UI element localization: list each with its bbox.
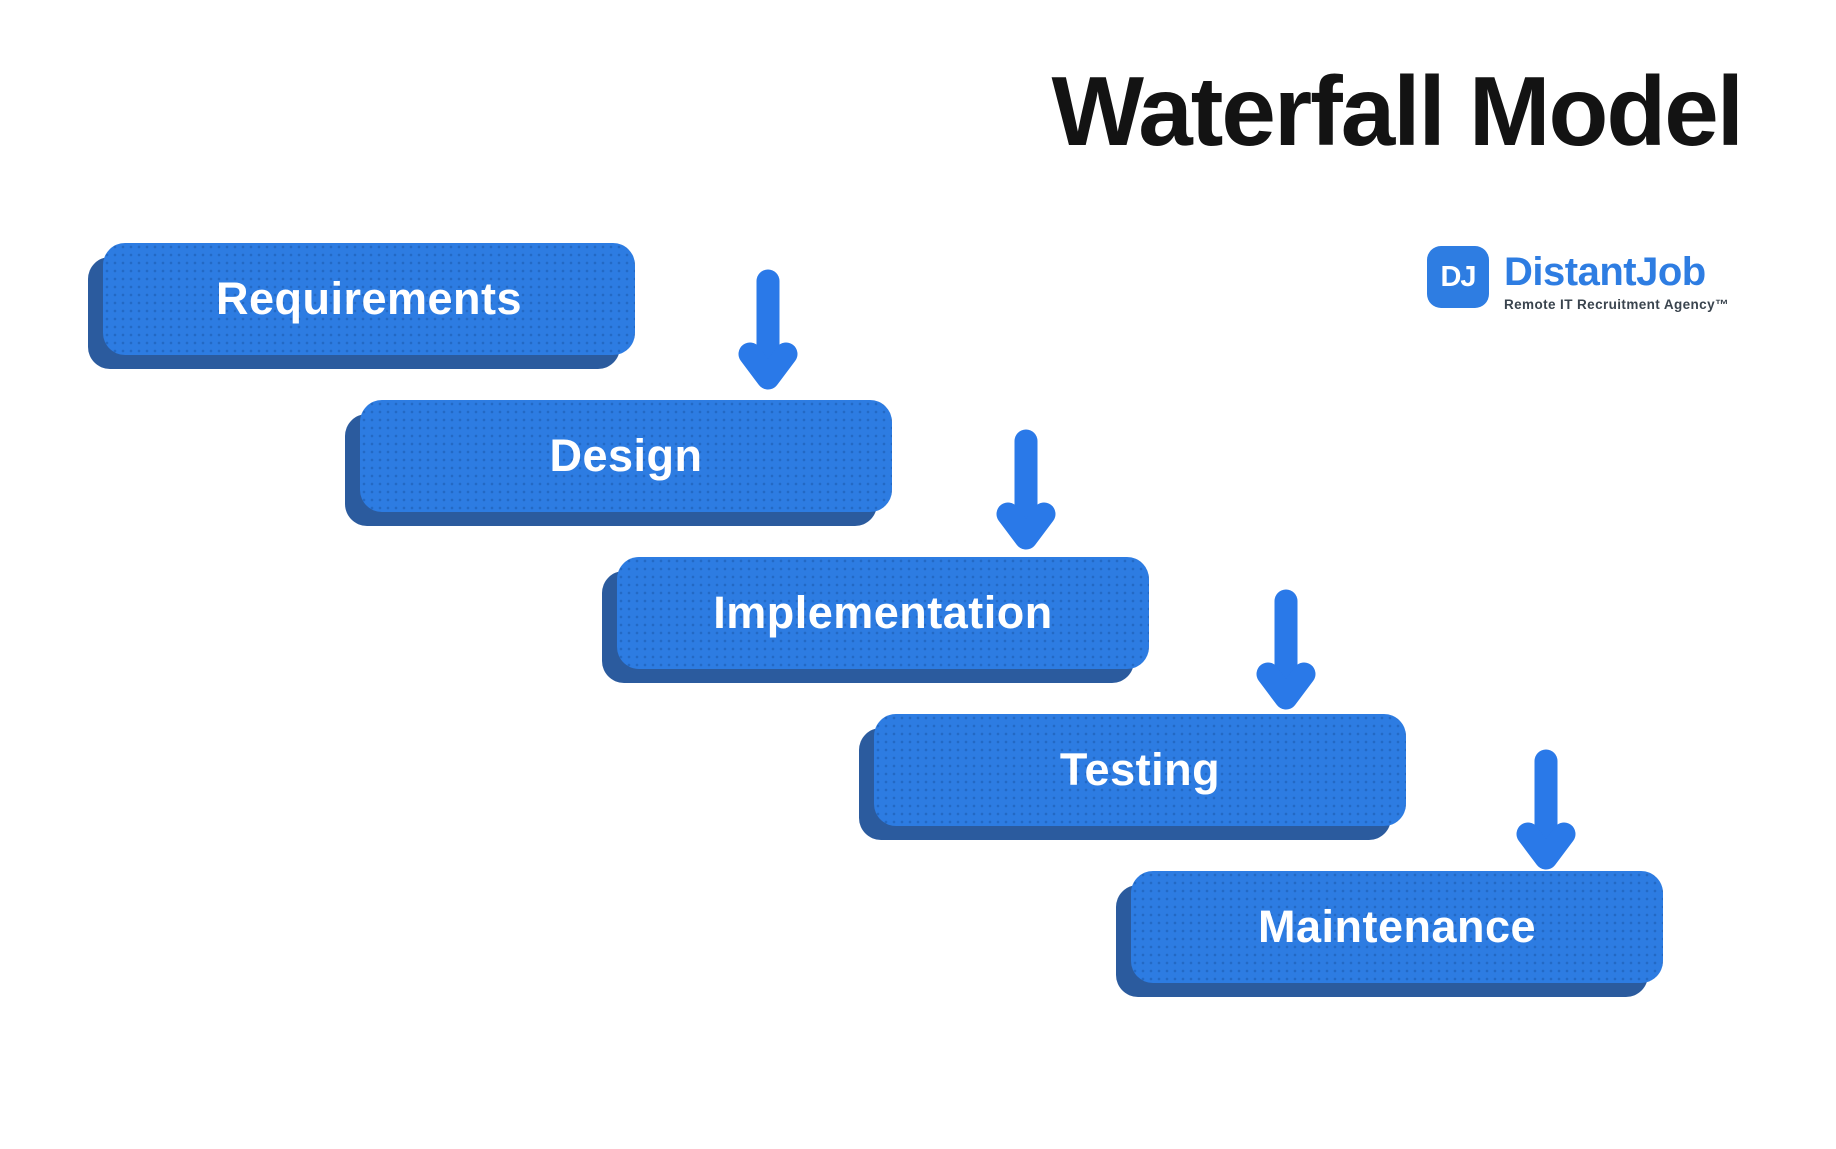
logo-dj-icon: DJ [1427, 246, 1489, 308]
step-label: Maintenance [1257, 901, 1537, 952]
step-requirements: Requirements [103, 243, 635, 355]
down-arrow-icon [1246, 588, 1326, 718]
step-testing: Testing [874, 714, 1406, 826]
logo-name: DistantJob [1504, 250, 1706, 294]
step-implementation: Implementation [617, 557, 1149, 669]
down-arrow-icon [1506, 748, 1586, 878]
distantjob-logo: DJ DistantJob Remote IT Recruitment Agen… [1427, 246, 1729, 312]
diagram-title: Waterfall Model [1051, 56, 1744, 166]
step-label: Testing [1059, 744, 1221, 795]
down-arrow-icon [728, 268, 808, 398]
step-label: Requirements [215, 273, 523, 324]
step-label: Design [549, 430, 703, 481]
step-label: Implementation [713, 587, 1053, 638]
logo-tagline: Remote IT Recruitment Agency™ [1504, 297, 1729, 312]
logo-text-block: DistantJob Remote IT Recruitment Agency™ [1504, 246, 1729, 312]
step-maintenance: Maintenance [1131, 871, 1663, 983]
step-design: Design [360, 400, 892, 512]
down-arrow-icon [986, 428, 1066, 558]
